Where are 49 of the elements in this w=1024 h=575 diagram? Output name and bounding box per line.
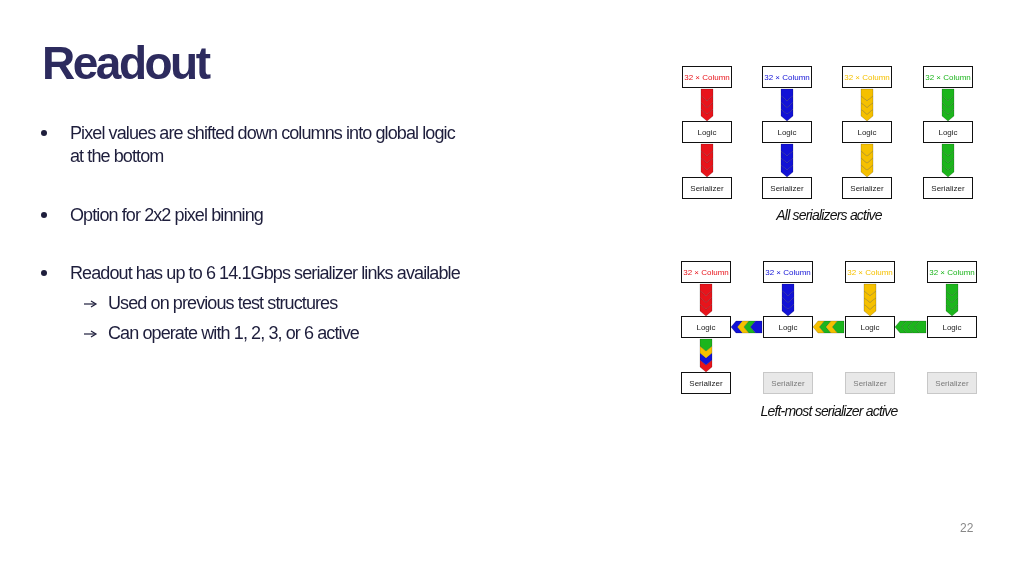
column-box: 32 × Column [842, 66, 892, 88]
chevron-arrow [700, 88, 714, 122]
column-box: 32 × Column [682, 66, 732, 88]
chevron-arrow [700, 143, 714, 178]
chevron-arrow [894, 320, 927, 334]
inactive-serializer-box: Serializer [927, 372, 977, 394]
bullet-text: Option for 2x2 pixel binning [70, 204, 264, 227]
column-box: 32 × Column [763, 261, 813, 283]
process-box: Serializer [762, 177, 812, 199]
chevron-arrow [781, 283, 795, 317]
process-box: Logic [927, 316, 977, 338]
process-box: Logic [923, 121, 973, 143]
chevron-arrow [941, 88, 955, 122]
bullet-text: Readout has up to 6 14.1Gbps serializer links available [70, 262, 461, 285]
column-box: 32 × Column [845, 261, 895, 283]
process-box: Logic [681, 316, 731, 338]
chevron-arrow [945, 283, 959, 317]
diagram-caption: All serializers active [776, 207, 882, 223]
process-box: Logic [845, 316, 895, 338]
process-box: Serializer [681, 372, 731, 394]
chevron-arrow [860, 143, 874, 178]
column-box: 32 × Column [923, 66, 973, 88]
column-box: 32 × Column [927, 261, 977, 283]
diagram-caption: Left-most serializer active [760, 403, 898, 419]
process-box: Logic [682, 121, 732, 143]
column-box: 32 × Column [681, 261, 731, 283]
page-number: 22 [960, 521, 974, 535]
process-box: Serializer [923, 177, 973, 199]
process-box: Logic [842, 121, 892, 143]
process-box: Serializer [842, 177, 892, 199]
chevron-arrow [863, 283, 877, 317]
process-box: Logic [763, 316, 813, 338]
chevron-arrow [941, 143, 955, 178]
bullet-text: Pixel values are shifted down columns into global logic at the bottom [70, 122, 456, 168]
chevron-arrow [699, 283, 713, 317]
chevron-arrow [699, 338, 713, 373]
chevron-arrow [860, 88, 874, 122]
chevron-arrow [780, 143, 794, 178]
inactive-serializer-box: Serializer [763, 372, 813, 394]
inactive-serializer-box: Serializer [845, 372, 895, 394]
process-box: Serializer [682, 177, 732, 199]
chevron-arrow [780, 88, 794, 122]
slide-title: Readout [42, 36, 209, 90]
process-box: Logic [762, 121, 812, 143]
bullet-text: Can operate with 1, 2, 3, or 6 active [108, 322, 360, 345]
bullet-text: Used on previous test structures [108, 292, 339, 315]
chevron-arrow [730, 320, 763, 334]
chevron-arrow [812, 320, 845, 334]
column-box: 32 × Column [762, 66, 812, 88]
